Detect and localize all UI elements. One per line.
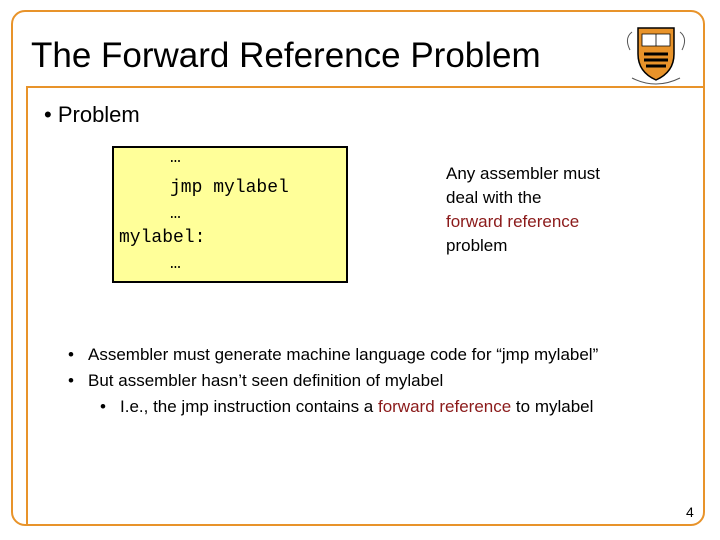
code-line-4: mylabel: bbox=[119, 228, 206, 248]
bullet-dot: • bbox=[68, 345, 74, 364]
left-divider bbox=[26, 86, 28, 526]
princeton-shield-logo bbox=[626, 27, 686, 85]
bullet-text-2: But assembler hasn’t seen definition of … bbox=[88, 371, 444, 390]
bullet-text-3-suffix: to mylabel bbox=[511, 397, 594, 416]
code-line-3: … bbox=[170, 204, 181, 224]
bullet-text-3-accent: forward reference bbox=[377, 397, 512, 416]
side-note-accent: forward reference bbox=[446, 212, 580, 231]
side-note-line-1: Any assembler must bbox=[446, 164, 600, 183]
code-line-1: … bbox=[170, 148, 181, 168]
bullet-text-1: Assembler must generate machine language… bbox=[88, 345, 599, 364]
code-line-5: … bbox=[170, 254, 181, 274]
side-note: Any assembler must deal with the forward… bbox=[446, 162, 646, 258]
side-note-line-2: deal with the bbox=[446, 188, 542, 207]
page-number: 4 bbox=[686, 504, 694, 520]
slide-title: The Forward Reference Problem bbox=[31, 36, 541, 75]
code-example-box bbox=[112, 146, 348, 283]
bullet-text-3-prefix: I.e., the jmp instruction contains a bbox=[120, 397, 378, 416]
bullet-item: • Assembler must generate machine languag… bbox=[68, 342, 598, 368]
sub-bullet-item: • I.e., the jmp instruction contains a fo… bbox=[68, 394, 598, 420]
main-bullet-text: Problem bbox=[57, 102, 140, 127]
title-divider bbox=[26, 86, 704, 88]
main-bullet: • Problem bbox=[44, 102, 140, 128]
bullet-dot: • bbox=[100, 397, 106, 416]
bullet-dot: • bbox=[68, 371, 74, 390]
bullet-item: • But assembler hasn’t seen definition of… bbox=[68, 368, 598, 394]
side-note-line-4: problem bbox=[446, 236, 508, 255]
detail-bullets: • Assembler must generate machine languag… bbox=[68, 342, 598, 420]
bullet-dot: • bbox=[44, 102, 58, 127]
slide-frame bbox=[11, 10, 705, 526]
code-line-2: jmp mylabel bbox=[170, 178, 289, 198]
